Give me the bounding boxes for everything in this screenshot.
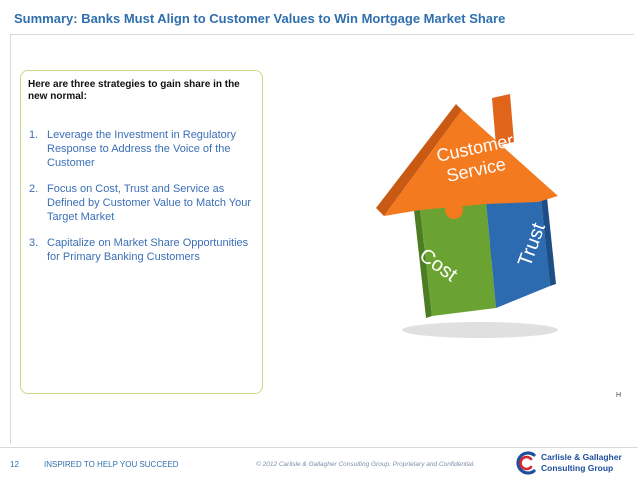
blue-piece-side	[540, 188, 556, 286]
strategy-item-1: 1. Leverage the Investment in Regulatory…	[29, 128, 259, 170]
strategies-panel: Here are three strategies to gain share …	[20, 70, 263, 394]
logo-text-line1: Carlisle & Gallagher	[541, 452, 622, 462]
strategy-number: 3.	[29, 237, 39, 249]
strategies-list: 1. Leverage the Investment in Regulatory…	[29, 128, 259, 276]
footer-tagline: INSPIRED TO HELP YOU SUCCEED	[44, 460, 179, 469]
roof-knob	[445, 201, 463, 219]
logo-text-line2: Consulting Group	[541, 463, 614, 473]
strategy-item-3: 3. Capitalize on Market Share Opportunit…	[29, 236, 259, 264]
orange-roof-piece	[384, 110, 558, 216]
blue-puzzle-piece	[486, 190, 550, 308]
strategy-text: Leverage the Investment in Regulatory Re…	[47, 129, 236, 169]
strategies-intro: Here are three strategies to gain share …	[28, 79, 240, 102]
strategy-number: 1.	[29, 129, 39, 141]
slide-title: Summary: Banks Must Align to Customer Va…	[14, 11, 506, 26]
footer-divider	[0, 447, 638, 448]
logo-swirl-icon	[516, 451, 536, 475]
strategy-item-2: 2. Focus on Cost, Trust and Service as D…	[29, 182, 259, 224]
page-number: 12	[10, 460, 19, 469]
house-shadow	[402, 322, 558, 338]
strategy-text: Capitalize on Market Share Opportunities…	[47, 237, 249, 263]
green-piece-side	[414, 208, 432, 318]
strategy-number: 2.	[29, 183, 39, 195]
puzzle-house-illustration: Customer Service Cost Trust	[376, 94, 558, 338]
footer-copyright: © 2012 Carlisle & Gallagher Consulting G…	[256, 461, 476, 468]
roof-side	[376, 104, 462, 216]
chimney	[492, 94, 514, 146]
h-marker: H	[616, 392, 622, 399]
green-puzzle-piece	[420, 202, 496, 316]
left-divider	[10, 34, 11, 444]
title-divider	[10, 34, 634, 35]
strategy-text: Focus on Cost, Trust and Service as Defi…	[47, 183, 252, 223]
company-logo: Carlisle & Gallagher Consulting Group	[512, 449, 634, 477]
